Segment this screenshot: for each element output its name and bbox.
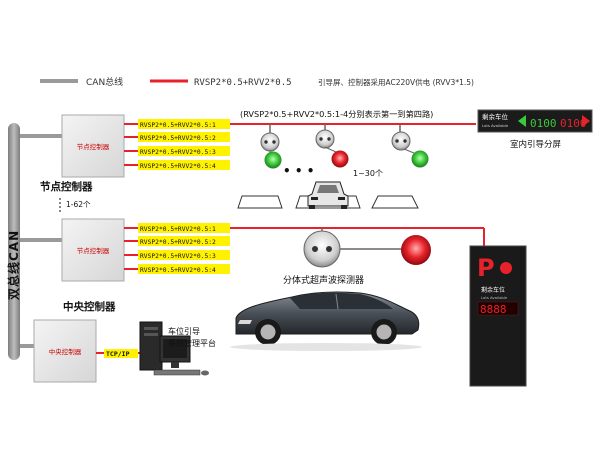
indoor-guide-screen: 剩余车位 Lots Available 0100 0100 [477, 109, 593, 133]
port-label-bottom-2: RVSP2*0.5+RVV2*0.5:2 [140, 239, 216, 246]
green-indicator-light-icon [411, 150, 429, 168]
port-label-bottom-3: RVSP2*0.5+RVV2*0.5:3 [140, 253, 216, 260]
legend-cable-label: RVSP2*0.5+RVV2*0.5 [194, 78, 292, 88]
car-badge-icon [500, 262, 512, 274]
pc-caption-line-1: 车位引导 [168, 326, 200, 336]
large-detector-group [303, 228, 431, 268]
detector-ellipsis: • • • [283, 164, 314, 178]
port-label-bg [138, 119, 230, 129]
indoor-screen-caption: 室内引导分屏 [510, 139, 562, 150]
car-front-icon [307, 181, 349, 209]
node-controller-1: 节点控制器 [61, 114, 125, 178]
legend: CAN总线 RVSP2*0.5+RVV2*0.5 引导屏、控制器采用AC220V… [40, 76, 474, 88]
detector-group-3 [391, 124, 429, 168]
port-label-bg [138, 160, 230, 170]
central-controller: 中央控制器 [33, 319, 97, 383]
port-label-bottom-4: RVSP2*0.5+RVV2*0.5:4 [140, 267, 216, 274]
ultrasonic-detector-icon [303, 230, 341, 268]
outdoor-guide-screen: P 剩余车位 Lots Available 8888 [469, 245, 527, 387]
port-label-bg [138, 250, 230, 260]
can-bus-vertical [8, 123, 20, 360]
bus-branch-3 [20, 344, 34, 348]
indoor-screen-title: 剩余车位 [482, 112, 509, 121]
port-label-top-2: RVSP2*0.5+RVV2*0.5:2 [140, 135, 216, 142]
node-controller-1-label: 节点控制器 [77, 142, 110, 151]
port-label-top-4: RVSP2*0.5+RVV2*0.5:4 [140, 163, 216, 170]
central-controller-title: 中央控制器 [63, 300, 116, 313]
network-label: TCP/IP [106, 350, 130, 358]
indoor-screen-digits-red: 0100 [560, 117, 587, 130]
bus-branch-2 [20, 238, 62, 242]
red-indicator-light-icon [401, 235, 431, 265]
node-controller-2: 节点控制器 [61, 218, 125, 282]
ultrasonic-detector-icon [391, 131, 411, 151]
ultrasonic-detector-icon [315, 129, 335, 149]
network-link: TCP/IP [96, 349, 140, 358]
computer-icon [139, 321, 209, 376]
node-controller-title: 节点控制器 [40, 180, 93, 193]
legend-power-note: 引导屏、控制器采用AC220V供电 (RVV3*1.5) [318, 77, 474, 87]
arrow-left-icon [518, 115, 526, 127]
bus-label: 双总线CAN [6, 230, 21, 300]
arrow-right-icon [582, 115, 590, 127]
legend-can-label: CAN总线 [86, 76, 123, 88]
node-controller-2-label: 节点控制器 [77, 246, 110, 255]
car-side-icon [230, 291, 422, 351]
node1-cables: RVSP2*0.5+RVV2*0.5:1 RVSP2*0.5+RVV2*0.5:… [124, 119, 476, 170]
outdoor-screen-subtitle: Lots Available [481, 295, 508, 300]
bus-branch-1 [20, 134, 62, 138]
indoor-screen-subtitle: Lots Available [482, 123, 509, 128]
port-label-top-3: RVSP2*0.5+RVV2*0.5:3 [140, 149, 216, 156]
detector-caption: 分体式超声波探测器 [283, 274, 364, 286]
indoor-screen-digits: 0100 [530, 117, 557, 130]
port-label-bg [138, 132, 230, 142]
central-controller-label: 中央控制器 [49, 347, 82, 356]
pc-caption-line-2: 系统管理平台 [168, 338, 216, 348]
outdoor-screen-title: 剩余车位 [481, 286, 505, 294]
ultrasonic-detector-icon [260, 132, 280, 152]
red-indicator-light-icon [331, 150, 349, 168]
route-note: (RVSP2*0.5+RVV2*0.5:1-4分别表示第一到第四路) [240, 109, 433, 119]
port-label-bg [138, 146, 230, 156]
port-label-top-1: RVSP2*0.5+RVV2*0.5:1 [140, 122, 216, 129]
green-indicator-light-icon [264, 151, 282, 169]
node2-cables: RVSP2*0.5+RVV2*0.5:1 RVSP2*0.5+RVV2*0.5:… [124, 223, 485, 274]
port-label-bg [138, 264, 230, 274]
detector-group-1 [260, 124, 282, 169]
detector-group-2 [315, 124, 349, 168]
node-count: 1-62个 [66, 200, 91, 209]
port-label-bg [138, 223, 230, 233]
detector-range: 1~30个 [353, 169, 383, 178]
port-label-bg [138, 236, 230, 246]
outdoor-screen-digits: 8888 [480, 303, 507, 316]
outdoor-screen-letter: P [477, 254, 495, 282]
port-label-bottom-1: RVSP2*0.5+RVV2*0.5:1 [140, 226, 216, 233]
